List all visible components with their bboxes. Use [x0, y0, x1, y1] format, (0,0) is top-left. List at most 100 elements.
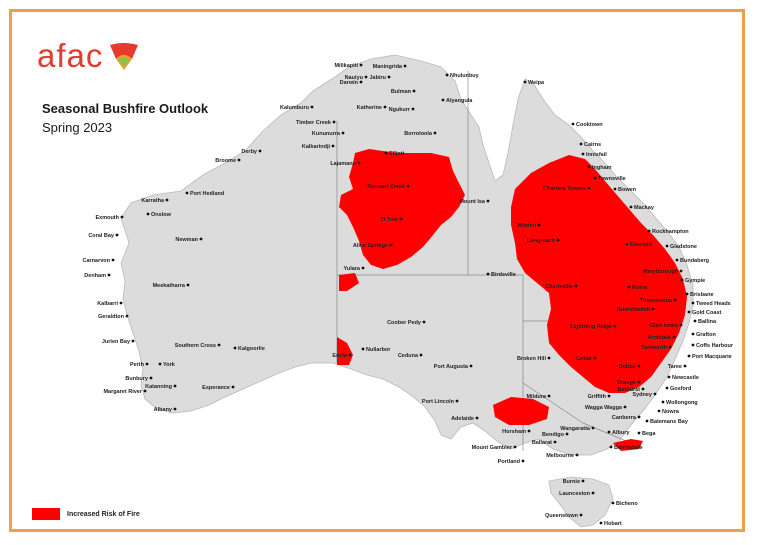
place-label-bowen: Bowen	[618, 187, 637, 193]
place-label-armidale: Armidale	[647, 335, 671, 341]
place-marker-orange	[637, 380, 641, 384]
place-label-lajamanu: Lajamanu	[330, 161, 356, 167]
place-label-alyangula: Alyangula	[446, 98, 473, 104]
place-marker-katherine	[383, 105, 387, 109]
place-marker-tennant-creek	[406, 184, 410, 188]
place-label-gladstone: Gladstone	[670, 244, 697, 250]
place-marker-ti-tree	[399, 217, 403, 221]
place-marker-bowen	[613, 187, 617, 191]
place-marker-sydney	[653, 392, 657, 396]
place-label-cooktown: Cooktown	[576, 122, 603, 128]
place-marker-mackay	[629, 205, 633, 209]
place-label-grafton: Grafton	[696, 332, 717, 338]
place-marker-horsham	[527, 429, 531, 433]
place-marker-york	[158, 362, 162, 366]
place-label-katherine: Katherine	[357, 105, 382, 111]
place-marker-exmouth	[120, 215, 124, 219]
place-marker-charleville	[574, 284, 578, 288]
place-label-charters-towers: Charters Towers	[543, 186, 586, 192]
map-title: Seasonal Bushfire Outlook	[42, 101, 209, 116]
place-label-broome: Broome	[215, 158, 236, 164]
legend: Increased Risk of Fire	[32, 508, 140, 520]
place-marker-launceston	[591, 491, 595, 495]
place-label-onslow: Onslow	[151, 212, 172, 218]
place-marker-dubbo	[637, 364, 641, 368]
place-label-tweed-heads: Tweed Heads	[696, 301, 731, 307]
place-marker-geraldton	[125, 314, 129, 318]
place-label-ti-tree: Ti Tree	[380, 217, 398, 223]
place-marker-margaret-river	[143, 389, 147, 393]
place-marker-nauiyu	[364, 75, 368, 79]
place-label-wollongong: Wollongong	[666, 400, 698, 406]
place-label-orange: Orange	[617, 380, 636, 386]
place-label-bendigo: Bendigo	[542, 432, 565, 438]
place-marker-hobart	[599, 521, 603, 525]
place-marker-maryborough	[679, 269, 683, 273]
place-label-gympie: Gympie	[685, 278, 705, 284]
map-subtitle: Spring 2023	[42, 120, 113, 135]
risk-area-eucla	[337, 337, 353, 365]
place-label-derby: Derby	[241, 149, 258, 155]
place-marker-griffith	[607, 394, 611, 398]
place-label-innisfail: Innisfail	[586, 152, 607, 158]
place-label-perth: Perth	[130, 362, 145, 368]
place-label-ballarat: Ballarat	[532, 440, 552, 446]
land-tasmania	[548, 476, 614, 528]
risk-area-east	[511, 155, 687, 393]
place-label-rockhampton: Rockhampton	[652, 229, 689, 235]
place-label-birdsville: Birdsville	[491, 272, 516, 278]
place-label-weipa: Weipa	[528, 80, 545, 86]
place-label-port-augusta: Port Augusta	[434, 364, 469, 370]
place-marker-wollongong	[661, 400, 665, 404]
place-label-geraldton: Geraldton	[98, 314, 125, 320]
place-label-portland: Portland	[498, 459, 520, 465]
place-label-newcastle: Newcastle	[672, 375, 699, 381]
place-marker-charters-towers	[587, 186, 591, 190]
place-label-port-lincoln: Port Lincoln	[422, 399, 455, 405]
place-label-taree: Taree	[668, 364, 682, 370]
place-marker-bundaberg	[675, 258, 679, 262]
place-marker-milikapiti	[359, 63, 363, 67]
place-marker-carnarvon	[111, 258, 115, 262]
place-label-coober-pedy: Coober Pedy	[387, 320, 422, 326]
place-label-launceston: Launceston	[559, 491, 591, 497]
place-label-milikapiti: Milikapiti	[334, 63, 358, 69]
place-marker-innisfail	[581, 152, 585, 156]
place-label-ngukurr: Ngukurr	[389, 107, 411, 113]
place-marker-goondiwindi	[651, 307, 655, 311]
place-label-gold-coast: Gold Coast	[692, 310, 722, 316]
place-label-emerald: Emerald	[630, 242, 652, 248]
place-marker-birdsville	[486, 272, 490, 276]
place-marker-ingham	[587, 165, 591, 169]
place-label-wangaratta: Wangaratta	[560, 426, 591, 432]
place-marker-mildura	[547, 394, 551, 398]
place-marker-onslow	[146, 212, 150, 216]
place-marker-tweed-heads	[691, 301, 695, 305]
place-marker-adelaide	[475, 416, 479, 420]
place-marker-darwin	[359, 80, 363, 84]
place-marker-denham	[107, 273, 111, 277]
place-marker-rockhampton	[647, 229, 651, 233]
place-label-jurien-bay: Jurien Bay	[102, 339, 131, 345]
place-marker-bicheno	[611, 501, 615, 505]
place-marker-tamworth	[668, 345, 672, 349]
place-label-kalgoorlie: Kalgoorlie	[238, 346, 265, 352]
place-label-maryborough: Maryborough	[643, 269, 679, 275]
place-label-mount-isa: Mount Isa	[459, 199, 486, 205]
place-marker-mount-gambier	[513, 445, 517, 449]
afac-logo: afac	[37, 39, 141, 72]
place-label-katanning: Katanning	[145, 384, 172, 390]
place-marker-brisbane	[685, 292, 689, 296]
place-label-bathurst: Bathurst	[617, 387, 640, 393]
place-marker-alyangula	[441, 98, 445, 102]
place-label-jabiru: Jabiru	[369, 75, 386, 81]
place-marker-winton	[537, 223, 541, 227]
place-marker-glen-innes	[679, 323, 683, 327]
place-label-burnie: Burnie	[563, 479, 580, 485]
place-label-coffs-harbour: Coffs Harbour	[696, 343, 734, 349]
place-label-ingham: Ingham	[592, 165, 612, 171]
place-label-lightning-ridge: Lightning Ridge	[570, 324, 612, 330]
place-marker-yulara	[361, 266, 365, 270]
place-marker-kalbarri	[119, 301, 123, 305]
place-label-bundaberg: Bundaberg	[680, 258, 709, 264]
